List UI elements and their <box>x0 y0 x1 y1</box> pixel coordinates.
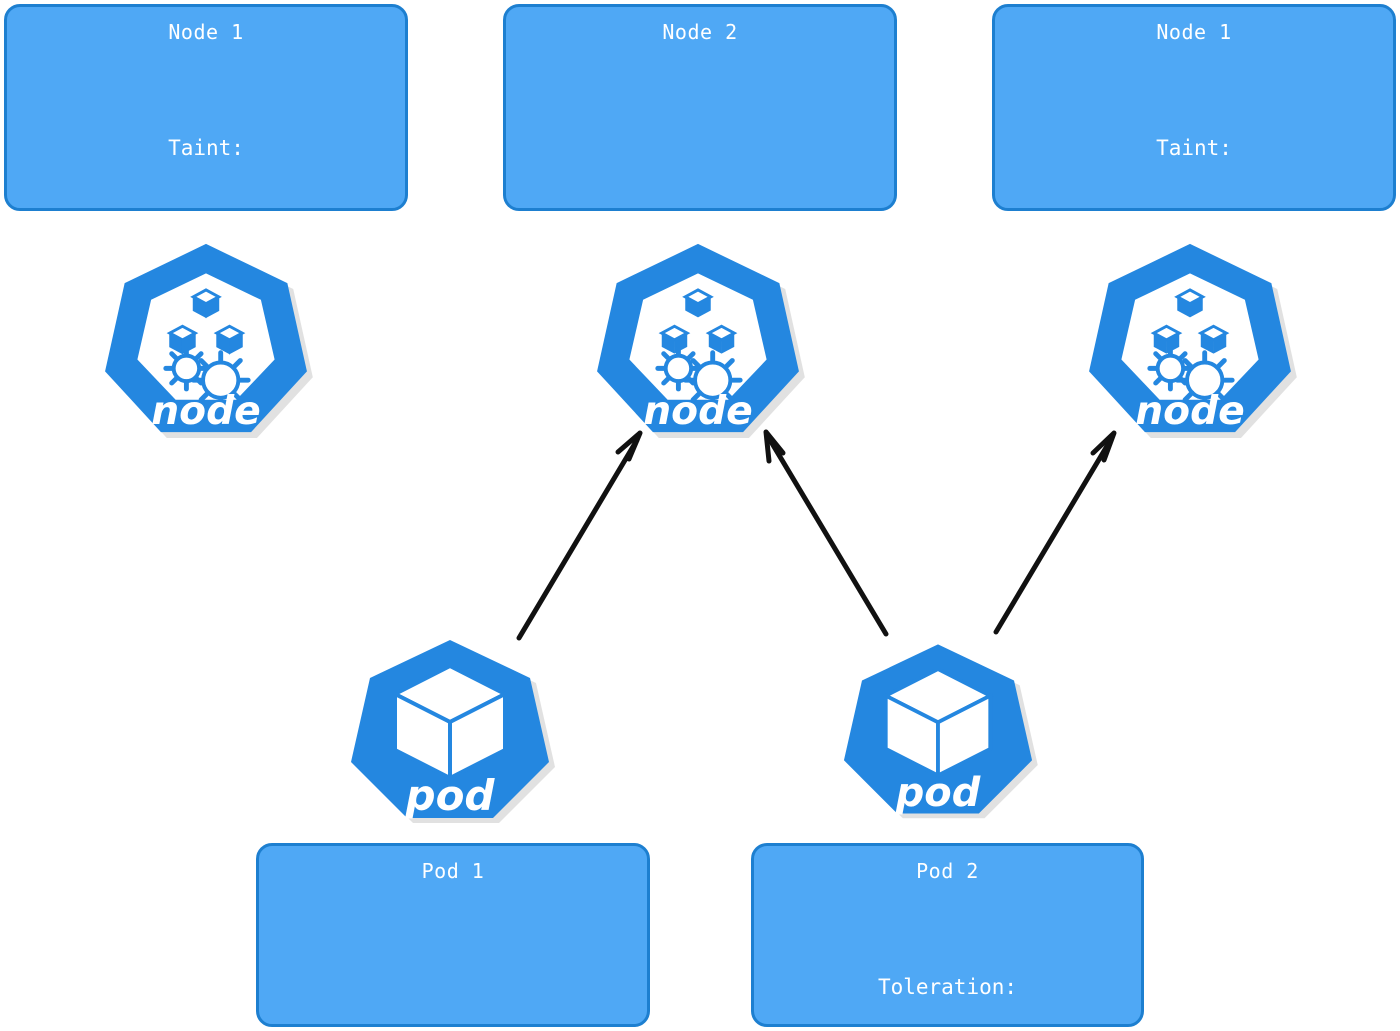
node-box-3-title: Node 1 <box>1156 20 1232 44</box>
node-box-2-title: Node 2 <box>662 20 738 44</box>
arrow-pod1-to-node2 <box>516 430 643 641</box>
pod-icon-cube <box>390 663 510 782</box>
pod-box-1: Pod 1 <box>256 843 650 1027</box>
node-box-3-body-line-1: Taint: <box>1156 136 1232 160</box>
node-icon-1-label: node <box>151 389 260 434</box>
node-icon-3-label: node <box>1135 389 1244 434</box>
node-box-3: Node 1 Taint: contaminado: anopheles <box>992 4 1396 253</box>
node-icon-3: node <box>1089 240 1297 438</box>
pod-icon-2-label: pod <box>895 770 981 816</box>
pod-box-2-title: Pod 2 <box>916 859 979 883</box>
node-icon-gears <box>655 345 743 411</box>
node-icon-cubes <box>658 288 738 354</box>
arrow-pod2-to-node2 <box>763 429 889 637</box>
pod-box-2-body: Toleration: contaminado: anopheles <box>754 910 1141 1031</box>
node-icon-cubes <box>1150 288 1230 354</box>
node-icon-2: node <box>597 240 805 438</box>
node-icon-2-label: node <box>643 389 752 434</box>
node-icon-gears <box>163 345 251 411</box>
node-box-1-body-line-1: Taint: <box>168 136 244 160</box>
pod-box-1-title: Pod 1 <box>421 859 485 883</box>
node-icon-gears <box>1147 345 1235 411</box>
pod-icon-1-label: pod <box>405 771 496 820</box>
node-box-1-body: Taint: contaminado: aedes_aegypti <box>7 71 405 319</box>
node-icon-cubes <box>166 288 246 355</box>
node-box-1-body-line-2: contaminado: aedes_aegypti <box>41 229 371 253</box>
node-icon-1: node <box>105 240 313 438</box>
arrow-pod2-to-node3 <box>993 430 1117 635</box>
pod-icon-1: pod <box>350 638 555 823</box>
node-box-2: Node 2 <box>503 4 897 211</box>
pod-icon-2: pod <box>843 638 1038 819</box>
pod-box-2-body-line-1: Toleration: <box>877 975 1018 999</box>
pod-icon-cube <box>881 666 995 779</box>
node-box-1-title: Node 1 <box>168 20 244 44</box>
node-box-3-body: Taint: contaminado: anopheles <box>995 71 1393 319</box>
node-box-1: Node 1 Taint: contaminado: aedes_aegypti <box>4 4 408 253</box>
pod-box-2: Pod 2 Toleration: contaminado: anopheles <box>751 843 1144 1027</box>
